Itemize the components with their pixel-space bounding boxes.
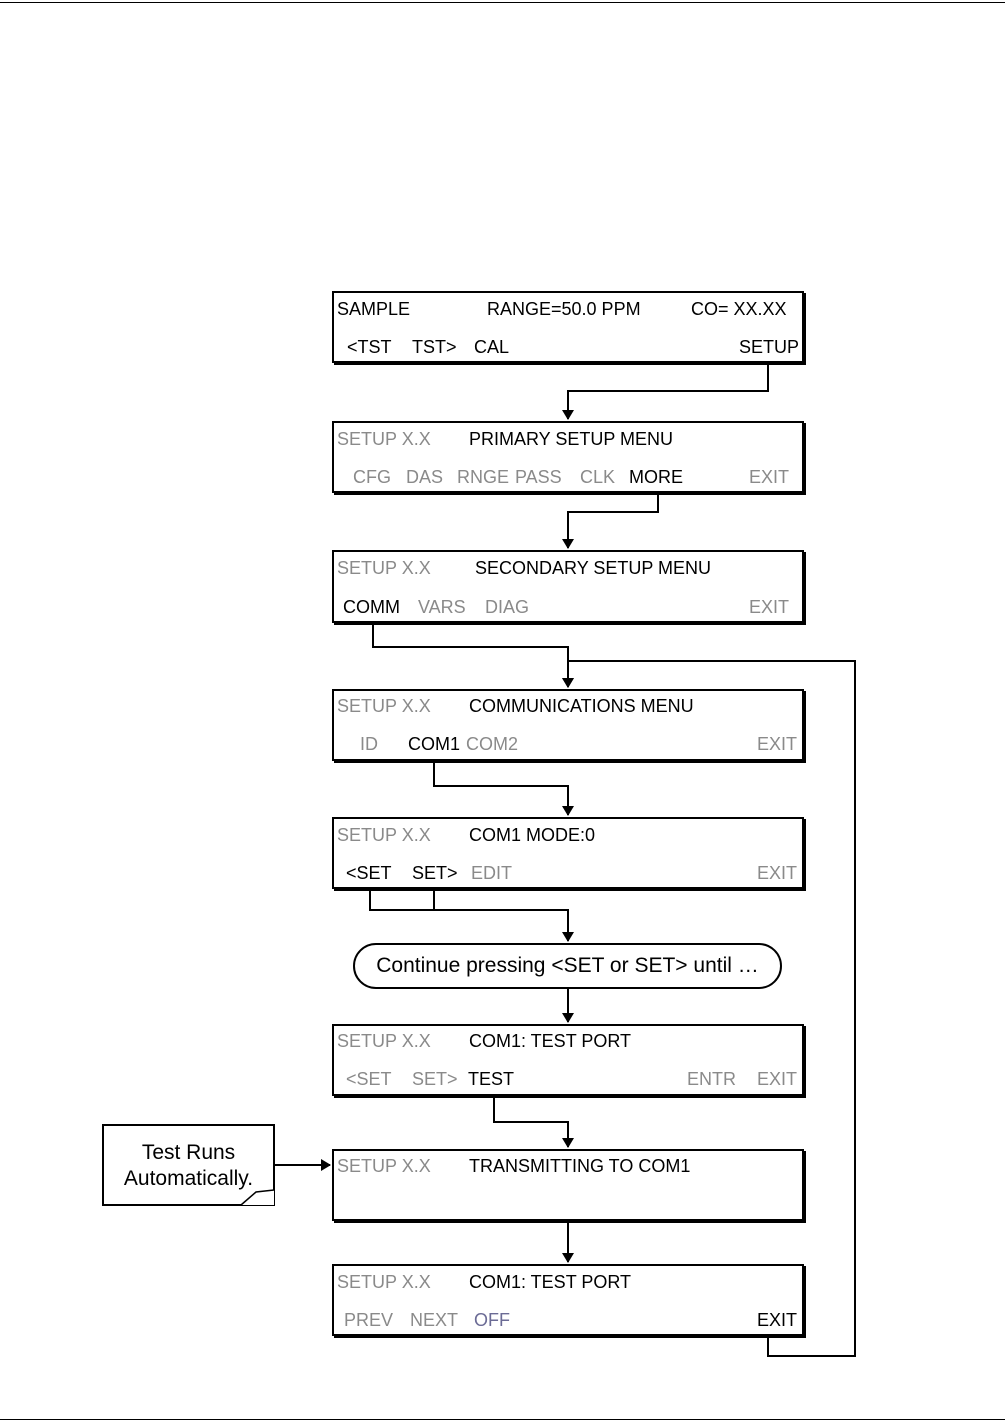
- display-secondary-setup: SETUP X.X SECONDARY SETUP MENU COMM VARS…: [332, 550, 804, 623]
- mode-title: COM1: TEST PORT: [469, 1031, 632, 1051]
- footer-rule: [0, 1419, 1005, 1420]
- entr-button[interactable]: ENTR: [687, 1069, 736, 1089]
- exit-button[interactable]: EXIT: [757, 734, 798, 754]
- callout-line-2: Automatically.: [123, 1167, 254, 1190]
- display-com1-test-port-final: SETUP X.X COM1: TEST PORT PREV NEXT OFF …: [332, 1264, 804, 1336]
- edit-button[interactable]: EDIT: [471, 863, 513, 883]
- arrow-com1-to-mode: [433, 761, 574, 816]
- off-button[interactable]: OFF: [474, 1310, 510, 1330]
- pass-button[interactable]: PASS: [515, 467, 562, 487]
- setup-version-label: SETUP X.X: [337, 558, 431, 578]
- cfg-button[interactable]: CFG: [353, 467, 391, 487]
- arrow-comm-to-comms: [372, 623, 574, 688]
- arrow-exit-loop: [562, 660, 856, 1357]
- setup-version-label: SETUP X.X: [337, 696, 431, 716]
- test-button[interactable]: TEST: [468, 1069, 515, 1089]
- arrow-more-to-secondary: [562, 493, 659, 549]
- continue-text: Continue pressing: [376, 954, 546, 977]
- set-prev-key: <SET: [551, 954, 605, 977]
- co-readout: CO= XX.XX: [691, 299, 787, 319]
- or-text: or: [609, 954, 629, 977]
- more-button[interactable]: MORE: [629, 467, 683, 487]
- set-next-button[interactable]: SET>: [412, 863, 458, 883]
- rnge-button[interactable]: RNGE: [457, 467, 510, 487]
- arrow-setup-to-primary: [562, 363, 769, 420]
- set-next-key: SET>: [634, 954, 688, 977]
- set-prev-button[interactable]: <SET: [346, 1069, 392, 1089]
- exit-button[interactable]: EXIT: [757, 863, 798, 883]
- cal-button[interactable]: CAL: [474, 337, 510, 357]
- mode-title: COM1: TEST PORT: [469, 1272, 632, 1292]
- callout-line-1: Test Runs: [141, 1141, 236, 1164]
- vars-button[interactable]: VARS: [418, 597, 466, 617]
- display-communications-menu: SETUP X.X COMMUNICATIONS MENU ID COM1 CO…: [332, 689, 804, 761]
- com2-button[interactable]: COM2: [466, 734, 519, 754]
- exit-button[interactable]: EXIT: [757, 1310, 798, 1330]
- tst-prev-button[interactable]: <TST: [347, 337, 392, 357]
- clk-button[interactable]: CLK: [580, 467, 616, 487]
- comm-button[interactable]: COMM: [343, 597, 400, 617]
- prev-button[interactable]: PREV: [344, 1310, 394, 1330]
- test-runs-callout: Test Runs Automatically.: [102, 1124, 275, 1206]
- set-prev-button[interactable]: <SET: [346, 863, 392, 883]
- setup-button[interactable]: SETUP: [739, 337, 800, 357]
- arrow-test-to-transmitting: [493, 1096, 574, 1148]
- display-primary-setup: SETUP X.X PRIMARY SETUP MENU CFG DAS RNG…: [332, 421, 804, 493]
- transmitting-title: TRANSMITTING TO COM1: [469, 1156, 691, 1176]
- arrow-set-to-continue: [369, 889, 574, 942]
- menu-title: SECONDARY SETUP MENU: [475, 558, 712, 578]
- setup-version-label: SETUP X.X: [337, 1156, 431, 1176]
- setup-version-label: SETUP X.X: [337, 825, 431, 845]
- range-readout: RANGE=50.0 PPM: [487, 299, 641, 319]
- com1-button[interactable]: COM1: [408, 734, 461, 754]
- menu-title: COMMUNICATIONS MENU: [469, 696, 694, 716]
- set-next-button[interactable]: SET>: [412, 1069, 458, 1089]
- display-transmitting: SETUP X.X TRANSMITTING TO COM1: [332, 1149, 804, 1221]
- next-button[interactable]: NEXT: [410, 1310, 459, 1330]
- menu-title: PRIMARY SETUP MENU: [469, 429, 674, 449]
- exit-button[interactable]: EXIT: [749, 597, 790, 617]
- display-sample: SAMPLE RANGE=50.0 PPM CO= XX.XX <TST TST…: [332, 291, 804, 363]
- until-text: until …: [693, 954, 759, 977]
- continue-pressing-note: Continue pressing <SET or SET> until …: [353, 943, 782, 989]
- setup-version-label: SETUP X.X: [337, 429, 431, 449]
- das-button[interactable]: DAS: [406, 467, 444, 487]
- display-com1-test-port: SETUP X.X COM1: TEST PORT <SET SET> TEST…: [332, 1024, 804, 1096]
- tst-next-button[interactable]: TST>: [412, 337, 457, 357]
- diag-button[interactable]: DIAG: [485, 597, 530, 617]
- display-com1-mode: SETUP X.X COM1 MODE:0 <SET SET> EDIT EXI…: [332, 817, 804, 889]
- setup-version-label: SETUP X.X: [337, 1031, 431, 1051]
- setup-version-label: SETUP X.X: [337, 1272, 431, 1292]
- header-rule: [0, 2, 1005, 3]
- id-button[interactable]: ID: [360, 734, 378, 754]
- status-label: SAMPLE: [337, 299, 411, 319]
- exit-button[interactable]: EXIT: [757, 1069, 798, 1089]
- mode-title: COM1 MODE:0: [469, 825, 596, 845]
- exit-button[interactable]: EXIT: [749, 467, 790, 487]
